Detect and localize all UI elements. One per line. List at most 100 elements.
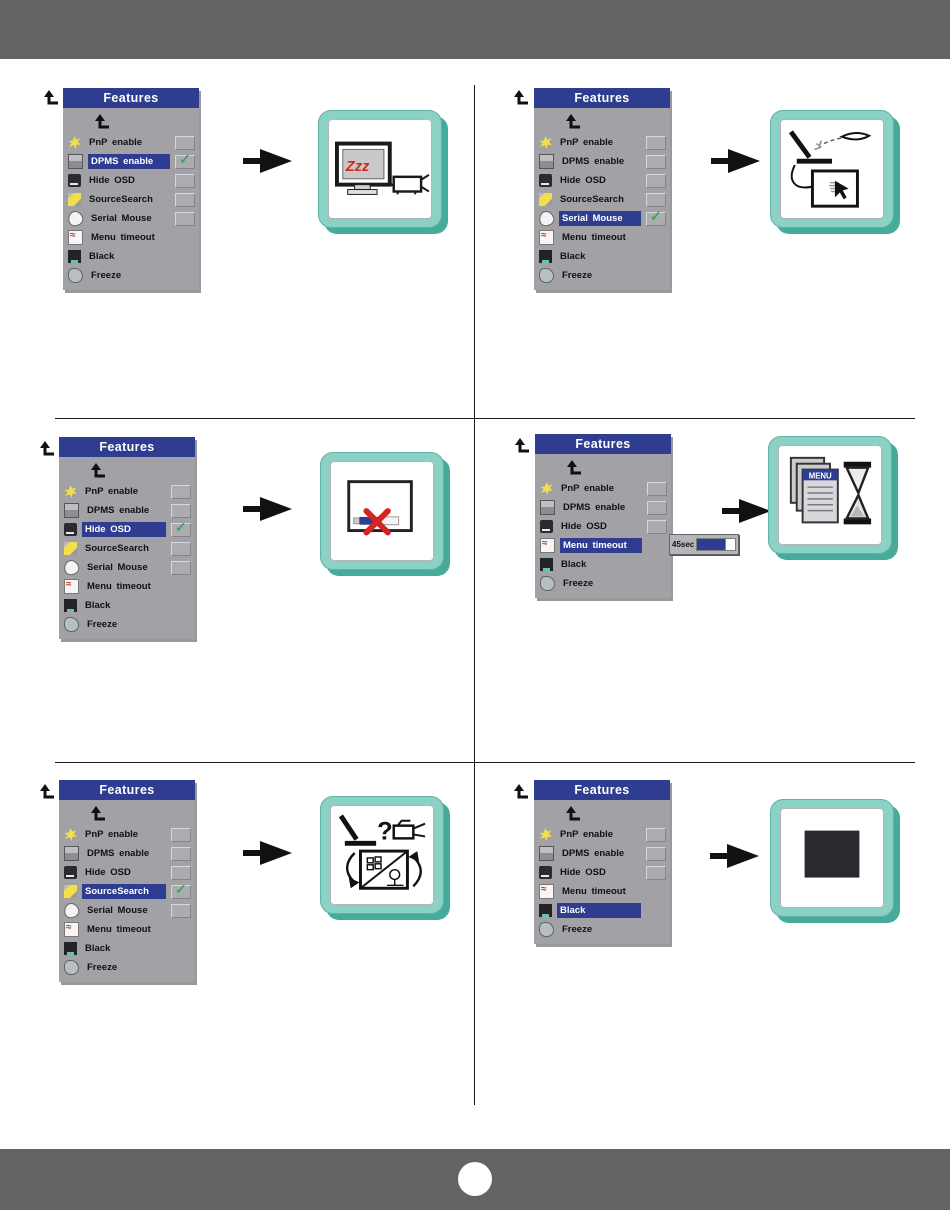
menu-item-checkbox[interactable] xyxy=(175,192,195,207)
menu-item-serial-mouse[interactable]: Serial Mouse xyxy=(63,209,199,228)
menu-item-pnp-enable[interactable]: PnP enable xyxy=(59,825,195,844)
back-arrow[interactable] xyxy=(513,438,530,454)
menu-item-checkbox[interactable] xyxy=(647,481,667,496)
menu-item-menu-timeout[interactable]: Menu timeout xyxy=(534,228,670,247)
black-icon xyxy=(64,942,77,955)
illustration-tile-hide-osd xyxy=(320,452,450,576)
return-arrow-icon xyxy=(44,90,58,105)
menu-item-sourcesearch[interactable]: SourceSearch xyxy=(534,190,670,209)
menu-item-checkbox[interactable] xyxy=(175,173,195,188)
menu-item-pnp-enable[interactable]: PnP enable xyxy=(59,482,195,501)
menu-item-dpms-enable[interactable]: DPMS enable xyxy=(59,501,195,520)
menu-item-freeze[interactable]: Freeze xyxy=(59,615,195,634)
menu-item-black[interactable]: Black xyxy=(535,555,671,574)
back-arrow[interactable] xyxy=(42,90,59,106)
menu-item-checkbox[interactable]: ✓ xyxy=(171,519,191,537)
menu-item-black[interactable]: Black xyxy=(534,901,670,920)
menu-item-hide-osd[interactable]: Hide OSD xyxy=(534,863,670,882)
menu-item-menu-timeout[interactable]: Menu timeout xyxy=(59,577,195,596)
back-arrow[interactable] xyxy=(512,784,529,800)
menu-item-black[interactable]: Black xyxy=(59,939,195,958)
menu-item-black[interactable]: Black xyxy=(63,247,199,266)
menu-item-hide-osd[interactable]: Hide OSD ✓ xyxy=(59,519,195,539)
menu-item-dpms-enable[interactable]: DPMS enable xyxy=(59,844,195,863)
menu-item-serial-mouse[interactable]: Serial Mouse ✓ xyxy=(534,208,670,228)
menu-item-freeze[interactable]: Freeze xyxy=(63,266,199,285)
grid-divider-vertical xyxy=(474,85,475,1105)
menu-item-label: Hide OSD xyxy=(89,175,135,186)
menu-item-pnp-enable[interactable]: PnP enable xyxy=(534,133,670,152)
menu-timeout-slider[interactable]: 45sec xyxy=(669,534,739,555)
menu-up-level[interactable] xyxy=(534,111,670,133)
menu-up-level[interactable] xyxy=(63,111,199,133)
menu-item-dpms-enable[interactable]: DPMS enable ✓ xyxy=(63,151,199,171)
menu-item-checkbox[interactable] xyxy=(646,865,666,880)
menu-up-level[interactable] xyxy=(59,460,195,482)
menu-item-serial-mouse[interactable]: Serial Mouse xyxy=(59,901,195,920)
back-arrow[interactable] xyxy=(38,441,55,457)
up-level-arrow-icon xyxy=(89,463,106,479)
menu-item-freeze[interactable]: Freeze xyxy=(59,958,195,977)
menu-item-pnp-enable[interactable]: PnP enable xyxy=(535,479,671,498)
menu-item-hide-osd[interactable]: Hide OSD xyxy=(63,171,199,190)
menu-item-checkbox[interactable] xyxy=(171,903,191,918)
hideosd-icon xyxy=(64,866,77,879)
menu-item-pnp-enable[interactable]: PnP enable xyxy=(63,133,199,152)
features-menu-source-search: Features PnP enable DPMS enable Hide OSD… xyxy=(59,780,195,982)
hideosd-icon xyxy=(539,866,552,879)
menu-item-checkbox[interactable]: ✓ xyxy=(175,151,195,169)
menu-item-checkbox[interactable] xyxy=(646,135,666,150)
menu-item-freeze[interactable]: Freeze xyxy=(535,574,671,593)
menu-item-menu-timeout[interactable]: Menu timeout xyxy=(535,536,671,555)
menu-item-dpms-enable[interactable]: DPMS enable xyxy=(535,498,671,517)
menu-up-level[interactable] xyxy=(534,803,670,825)
menu-item-checkbox[interactable] xyxy=(171,827,191,842)
hideosd-icon xyxy=(540,520,553,533)
menu-item-label: Black xyxy=(85,943,111,954)
back-arrow[interactable] xyxy=(38,784,55,800)
menu-item-checkbox[interactable] xyxy=(646,173,666,188)
menu-item-checkbox[interactable] xyxy=(646,846,666,861)
menu-item-dpms-enable[interactable]: DPMS enable xyxy=(534,844,670,863)
timeout-slider-thumb[interactable] xyxy=(725,539,735,550)
menu-item-checkbox[interactable] xyxy=(647,500,667,515)
timeout-slider-track[interactable] xyxy=(696,538,736,551)
menu-item-checkbox[interactable] xyxy=(171,560,191,575)
menu-item-freeze[interactable]: Freeze xyxy=(534,920,670,939)
menu-item-checkbox[interactable] xyxy=(646,192,666,207)
menu-item-serial-mouse[interactable]: Serial Mouse xyxy=(59,558,195,577)
menu-item-black[interactable]: Black xyxy=(59,596,195,615)
dpms-icon xyxy=(64,503,79,518)
menu-item-hide-osd[interactable]: Hide OSD xyxy=(535,517,671,536)
menu-item-checkbox[interactable]: ✓ xyxy=(171,881,191,899)
menu-item-checkbox[interactable] xyxy=(175,135,195,150)
menu-item-checkbox[interactable] xyxy=(175,211,195,226)
menu-item-menu-timeout[interactable]: Menu timeout xyxy=(63,228,199,247)
menu-item-checkbox[interactable] xyxy=(171,846,191,861)
timeout-icon xyxy=(539,230,554,245)
menu-up-level[interactable] xyxy=(59,803,195,825)
menu-item-menu-timeout[interactable]: Menu timeout xyxy=(59,920,195,939)
right-arrow-icon xyxy=(711,149,760,173)
menu-item-hide-osd[interactable]: Hide OSD xyxy=(59,863,195,882)
menu-item-black[interactable]: Black xyxy=(534,247,670,266)
menu-item-checkbox[interactable] xyxy=(647,519,667,534)
menu-item-sourcesearch[interactable]: SourceSearch xyxy=(59,539,195,558)
menu-item-pnp-enable[interactable]: PnP enable xyxy=(534,825,670,844)
menu-item-menu-timeout[interactable]: Menu timeout xyxy=(534,882,670,901)
menu-item-checkbox[interactable]: ✓ xyxy=(646,208,666,226)
menu-item-checkbox[interactable] xyxy=(646,154,666,169)
menu-item-checkbox[interactable] xyxy=(171,503,191,518)
menu-item-sourcesearch[interactable]: SourceSearch ✓ xyxy=(59,881,195,901)
menu-up-level[interactable] xyxy=(535,457,671,479)
menu-item-checkbox[interactable] xyxy=(171,484,191,499)
menu-item-checkbox[interactable] xyxy=(646,827,666,842)
back-arrow[interactable] xyxy=(512,90,529,106)
menu-item-hide-osd[interactable]: Hide OSD xyxy=(534,171,670,190)
menu-item-freeze[interactable]: Freeze xyxy=(534,266,670,285)
menu-title: Features xyxy=(534,88,670,108)
menu-item-dpms-enable[interactable]: DPMS enable xyxy=(534,152,670,171)
menu-item-checkbox[interactable] xyxy=(171,541,191,556)
menu-item-checkbox[interactable] xyxy=(171,865,191,880)
menu-item-sourcesearch[interactable]: SourceSearch xyxy=(63,190,199,209)
